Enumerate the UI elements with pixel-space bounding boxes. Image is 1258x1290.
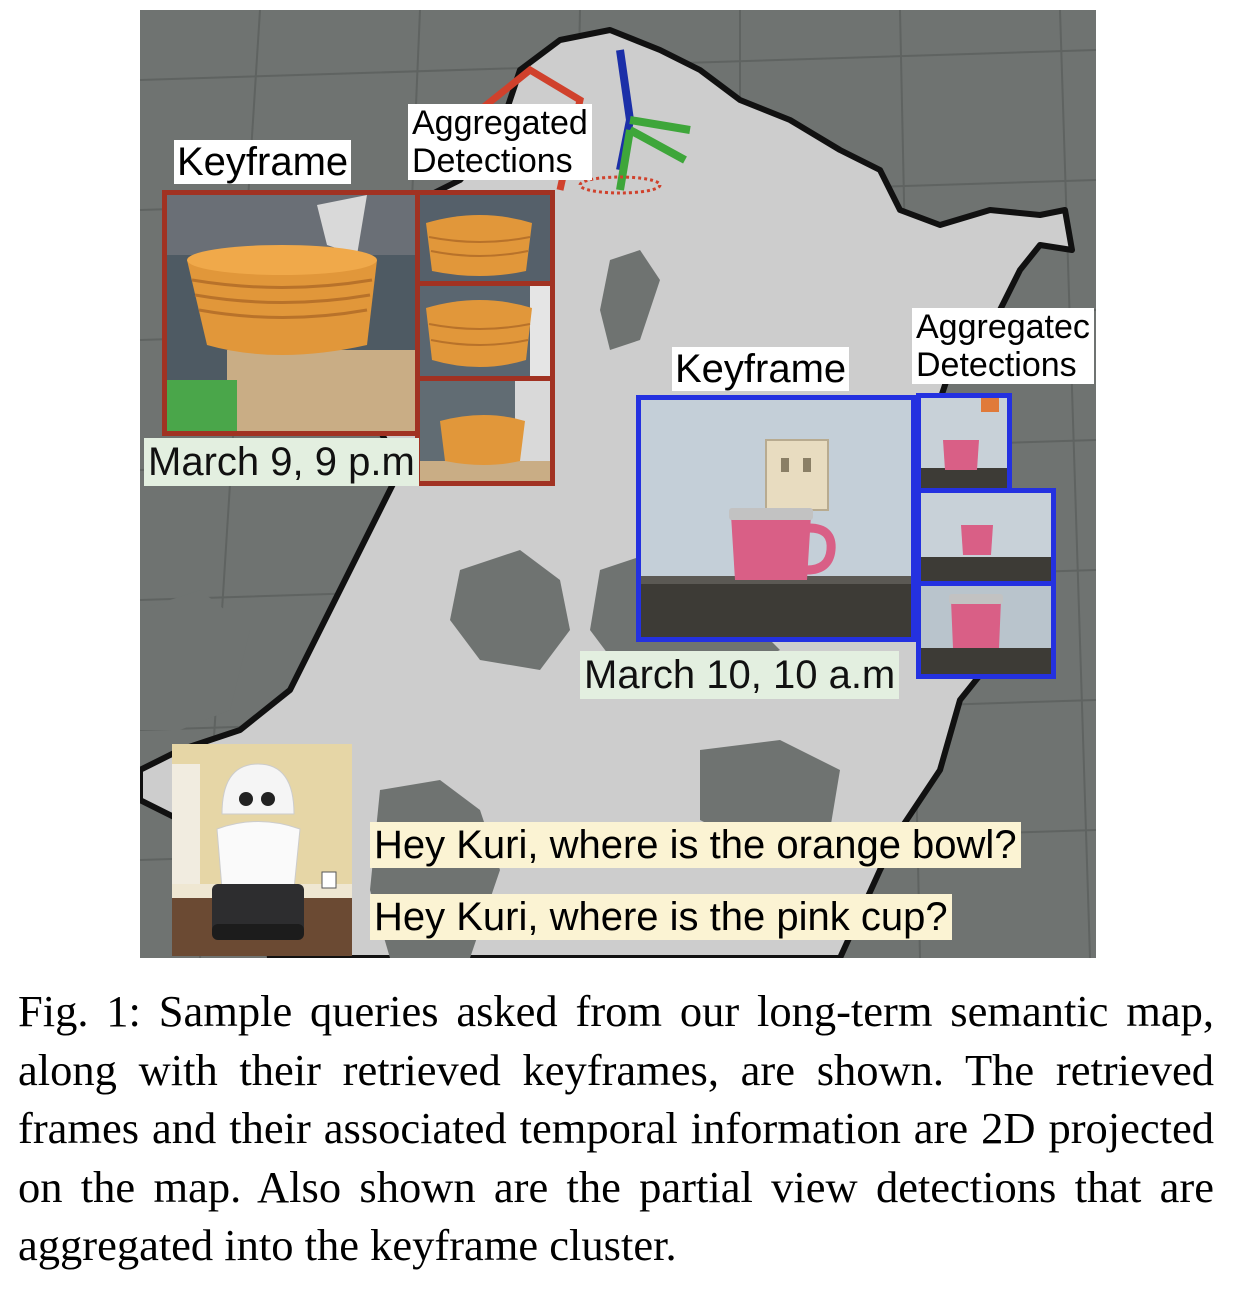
semantic-map-figure: Keyframe Aggregated Detections [140,10,1096,958]
right-detection-2 [916,488,1056,586]
right-aggregated-line2: Detections [916,346,1077,385]
right-keyframe-label: Keyframe [672,347,850,391]
query-pink-cup: Hey Kuri, where is the pink cup? [370,894,952,940]
figure-caption: Fig. 1: Sample queries asked from our lo… [18,986,1214,1270]
left-keyframe-photo [162,190,420,436]
right-date-label: March 10, 10 a.m [580,651,900,699]
right-detection-3 [916,581,1056,679]
right-aggregated-line1: Aggregatec [916,308,1090,346]
left-detection-2 [415,281,555,381]
left-keyframe-label: Keyframe [174,140,352,184]
left-detection-1 [415,190,555,286]
left-aggregated-line1: Aggregated [412,104,588,142]
left-aggregated-line2: Detections [412,142,573,181]
right-aggregated-label: Aggregatec Detections [912,308,1094,385]
right-detection-1 [916,393,1012,496]
left-date-label: March 9, 9 p.m [144,438,419,486]
left-aggregated-label: Aggregated Detections [408,104,592,181]
kuri-robot-photo [172,744,352,956]
query-orange-bowl: Hey Kuri, where is the orange bowl? [370,822,1021,868]
left-detection-3 [415,376,555,486]
right-keyframe-photo [636,395,916,642]
